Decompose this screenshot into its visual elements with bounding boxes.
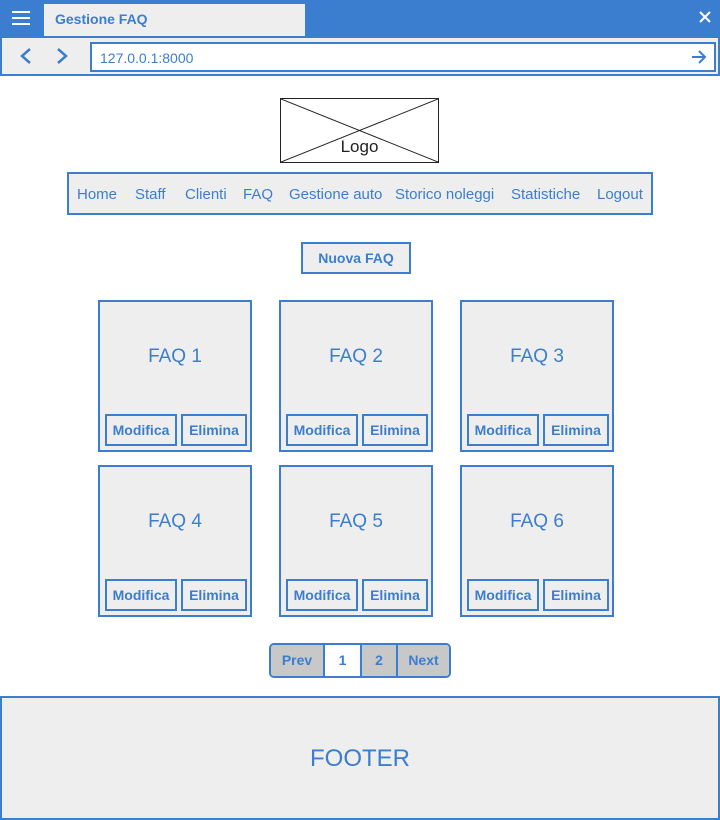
browser-tab[interactable]: Gestione FAQ [44,4,305,36]
hamburger-menu-icon[interactable] [12,10,32,26]
delete-faq-button[interactable]: Elimina [362,414,428,446]
page-button-1[interactable]: 1 [325,645,362,676]
delete-faq-button[interactable]: Elimina [181,414,247,446]
url-text: 127.0.0.1:8000 [100,50,194,66]
delete-faq-button[interactable]: Elimina [181,579,247,611]
footer-label: FOOTER [310,745,410,772]
main-nav: Home Staff Clienti FAQ Gestione auto Sto… [67,172,653,215]
faq-title: FAQ 3 [510,346,564,367]
faq-card-3: FAQ 3 Modifica Elimina [460,300,614,452]
nav-item-faq[interactable]: FAQ [243,186,274,203]
nav-item-staff[interactable]: Staff [135,186,166,203]
nav-item-home[interactable]: Home [77,186,118,203]
url-input[interactable]: 127.0.0.1:8000 [90,42,716,72]
edit-faq-button[interactable]: Modifica [467,414,539,446]
new-faq-button[interactable]: Nuova FAQ [301,242,411,274]
nav-item-gestione-auto[interactable]: Gestione auto [289,186,383,203]
edit-faq-button[interactable]: Modifica [286,414,358,446]
faq-title: FAQ 5 [329,511,383,532]
faq-card-6: FAQ 6 Modifica Elimina [460,465,614,617]
browser-address-bar: 127.0.0.1:8000 [0,36,720,76]
image-placeholder-icon [281,99,438,162]
faq-card-1: FAQ 1 Modifica Elimina [98,300,252,452]
prev-page-button[interactable]: Prev [271,645,325,676]
logo: Logo [280,98,439,163]
edit-faq-button[interactable]: Modifica [105,414,177,446]
faq-title: FAQ 1 [148,346,202,367]
faq-title: FAQ 4 [148,511,202,532]
chevron-left-icon[interactable] [16,46,36,66]
edit-faq-button[interactable]: Modifica [105,579,177,611]
nav-item-logout[interactable]: Logout [597,186,643,203]
pagination: Prev 1 2 Next [269,643,451,678]
faq-card-5: FAQ 5 Modifica Elimina [279,465,433,617]
delete-faq-button[interactable]: Elimina [362,579,428,611]
nav-item-storico-noleggi[interactable]: Storico noleggi [395,186,495,203]
faq-card-4: FAQ 4 Modifica Elimina [98,465,252,617]
edit-faq-button[interactable]: Modifica [467,579,539,611]
arrow-right-icon[interactable] [690,48,708,66]
edit-faq-button[interactable]: Modifica [286,579,358,611]
chevron-right-icon[interactable] [52,46,72,66]
page-button-2[interactable]: 2 [362,645,398,676]
faq-title: FAQ 2 [329,346,383,367]
faq-card-2: FAQ 2 Modifica Elimina [279,300,433,452]
delete-faq-button[interactable]: Elimina [543,579,609,611]
tab-title: Gestione FAQ [55,11,148,27]
logo-label: Logo [340,137,379,156]
delete-faq-button[interactable]: Elimina [543,414,609,446]
close-icon[interactable] [698,10,712,24]
browser-titlebar: Gestione FAQ [0,0,720,36]
next-page-button[interactable]: Next [398,645,449,676]
nav-item-clienti[interactable]: Clienti [185,186,227,203]
nav-item-statistiche[interactable]: Statistiche [511,186,581,203]
footer: FOOTER [0,696,720,820]
faq-title: FAQ 6 [510,511,564,532]
